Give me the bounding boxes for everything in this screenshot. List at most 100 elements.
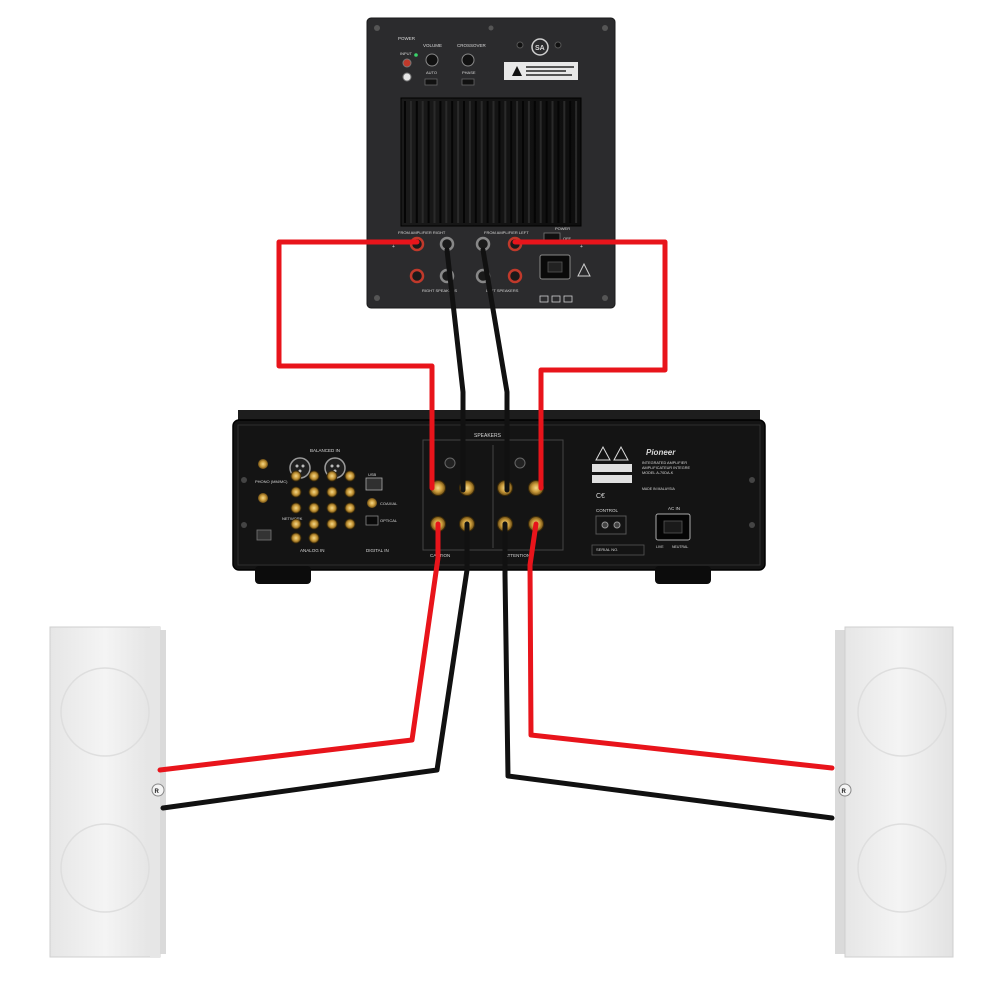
black-wire-amp-to-sub-left bbox=[480, 247, 510, 493]
svg-text:+: + bbox=[392, 244, 395, 250]
rca-jack[interactable] bbox=[290, 502, 302, 514]
left-speakers-label: LEFT SPEAKERS bbox=[486, 288, 519, 293]
neutral-label: NEUTRAL bbox=[672, 545, 688, 549]
volume-knob[interactable] bbox=[425, 53, 439, 67]
phono-label: PHONO (MM/MC) bbox=[255, 479, 288, 484]
red-wire-amp-to-sub-left bbox=[512, 239, 668, 491]
rca-jack[interactable] bbox=[308, 532, 320, 544]
rca-jack[interactable] bbox=[290, 470, 302, 482]
volume-label: VOLUME bbox=[423, 43, 442, 48]
subwoofer-amplifier-panel: POWER VOLUME CROSSOVER INPUT AUTO PHASE … bbox=[366, 17, 616, 309]
svg-text:+: + bbox=[580, 244, 583, 250]
right-speaker-woofer-upper bbox=[857, 667, 947, 757]
crossover-label: CROSSOVER bbox=[457, 43, 487, 48]
rca-jack[interactable] bbox=[308, 486, 320, 498]
rca-jack[interactable] bbox=[308, 502, 320, 514]
crossover-knob[interactable] bbox=[461, 53, 475, 67]
rca-jack[interactable] bbox=[344, 502, 356, 514]
right-speaker-woofer-lower bbox=[857, 823, 947, 913]
black-wire-amp-to-right-speaker bbox=[502, 521, 835, 821]
model-line-2: AMPLIFICATEUR INTEGRE bbox=[642, 466, 690, 470]
attention-label: ATTENTION bbox=[505, 553, 530, 558]
speaker-wires bbox=[157, 239, 835, 821]
network-label: NETWORK bbox=[282, 516, 303, 521]
brand-logo bbox=[531, 38, 549, 56]
subwoofer-terminals: FROM AMPLIFIER RIGHT FROM AMPLIFIER LEFT… bbox=[392, 230, 583, 293]
power-label: POWER bbox=[398, 36, 416, 41]
rca-jack[interactable] bbox=[344, 518, 356, 530]
usb-label: USB bbox=[368, 472, 377, 477]
from-amp-left-label: FROM AMPLIFIER LEFT bbox=[484, 230, 529, 235]
auto-label: AUTO bbox=[426, 70, 437, 75]
black-wire-amp-to-sub-right bbox=[444, 247, 466, 493]
left-speaker-woofer-upper bbox=[60, 667, 150, 757]
model-line-3: MODEL A-70DA-K bbox=[642, 471, 674, 475]
right-speaker-logo-badge bbox=[838, 783, 852, 797]
right-speakers-label: RIGHT SPEAKERS bbox=[422, 288, 457, 293]
rca-jack[interactable] bbox=[344, 486, 356, 498]
rca-input-left[interactable] bbox=[402, 72, 412, 82]
right-in-wall-speaker: R bbox=[835, 626, 954, 958]
red-wire-amp-to-right-speaker bbox=[527, 521, 835, 771]
svg-text:R: R bbox=[155, 789, 160, 795]
subwoofer-power-section: POWER OFF bbox=[539, 226, 591, 303]
left-in-wall-speaker: R bbox=[49, 626, 166, 958]
sub-out-right-positive-terminal[interactable] bbox=[409, 268, 425, 284]
rca-jack[interactable] bbox=[308, 470, 320, 482]
heatsink bbox=[400, 97, 582, 227]
usb-port[interactable] bbox=[365, 477, 383, 491]
amp-brand: Pioneer bbox=[646, 448, 676, 457]
svg-text:R: R bbox=[842, 789, 847, 795]
rca-jack[interactable] bbox=[308, 518, 320, 530]
attention-sticker bbox=[592, 475, 632, 483]
control-out-jack[interactable] bbox=[613, 521, 621, 529]
analog-input-section: BALANCED IN PHONO (MM/MC) NETWORK USB CO… bbox=[255, 448, 398, 553]
signal-ground-terminal[interactable] bbox=[256, 529, 272, 541]
rca-jack[interactable] bbox=[326, 518, 338, 530]
sub-out-left-positive-terminal[interactable] bbox=[507, 268, 523, 284]
ac-in-label: AC IN bbox=[668, 506, 680, 511]
analog-in-label: ANALOG IN bbox=[300, 548, 325, 553]
digital-in-label: DIGITAL IN bbox=[366, 548, 389, 553]
optical-input[interactable] bbox=[365, 515, 379, 526]
red-wire-amp-to-left-speaker bbox=[157, 521, 441, 773]
svg-text:C€: C€ bbox=[596, 493, 605, 500]
rca-jack[interactable] bbox=[344, 470, 356, 482]
rca-jack[interactable] bbox=[290, 518, 302, 530]
auto-switch[interactable] bbox=[424, 78, 438, 86]
made-in-label: MADE IN MALAYSIA bbox=[642, 487, 675, 491]
amp-info-section: Pioneer INTEGRATED AMPLIFIER AMPLIFICATE… bbox=[591, 445, 691, 556]
speakers-label: SPEAKERS bbox=[474, 433, 502, 439]
integrated-amplifier: BALANCED IN PHONO (MM/MC) NETWORK USB CO… bbox=[232, 410, 766, 584]
model-line-1: INTEGRATED AMPLIFIER bbox=[642, 461, 687, 465]
from-amp-right-label: FROM AMPLIFIER RIGHT bbox=[398, 230, 446, 235]
balanced-in-label: BALANCED IN bbox=[310, 448, 340, 453]
phono-input-right[interactable] bbox=[258, 493, 268, 503]
rca-jack[interactable] bbox=[326, 470, 338, 482]
left-speaker-woofer-lower bbox=[60, 823, 150, 913]
off-label: OFF bbox=[563, 236, 572, 241]
left-speaker-logo-badge bbox=[151, 783, 165, 797]
serial-no-label: SERIAL NO. bbox=[596, 547, 618, 552]
control-label: CONTROL bbox=[596, 508, 618, 513]
coaxial-input[interactable] bbox=[367, 498, 377, 508]
control-in-jack[interactable] bbox=[601, 521, 609, 529]
power-led bbox=[414, 53, 418, 57]
input-label: INPUT bbox=[400, 51, 413, 56]
rca-input-right[interactable] bbox=[402, 58, 412, 68]
rca-jack[interactable] bbox=[326, 486, 338, 498]
amp-foot-left bbox=[255, 566, 311, 584]
black-wire-amp-to-left-speaker bbox=[160, 521, 470, 811]
phase-switch[interactable] bbox=[461, 78, 475, 86]
phono-input-left[interactable] bbox=[258, 459, 268, 469]
rca-input-grid bbox=[290, 470, 356, 544]
brand-logo-text: SA bbox=[535, 45, 545, 52]
rca-jack[interactable] bbox=[290, 532, 302, 544]
rca-jack[interactable] bbox=[290, 486, 302, 498]
red-wire-amp-to-sub-right bbox=[276, 239, 435, 491]
phase-label: PHASE bbox=[462, 70, 476, 75]
live-label: LIVE bbox=[656, 545, 664, 549]
amp-foot-right bbox=[655, 566, 711, 584]
rca-jack[interactable] bbox=[326, 502, 338, 514]
